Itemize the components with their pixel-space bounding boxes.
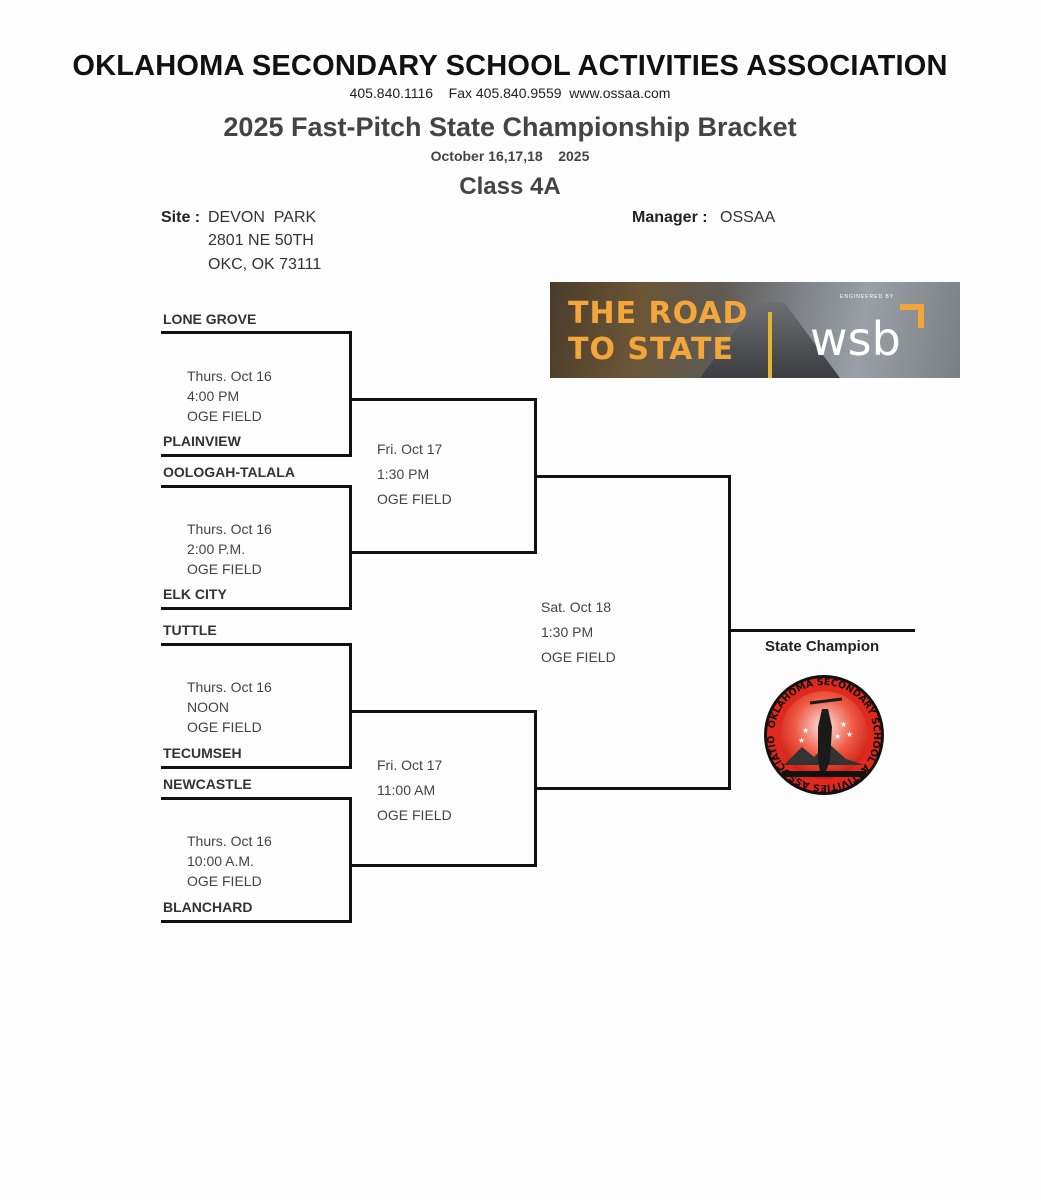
- game-time: 4:00 PM: [187, 386, 272, 406]
- winner-line: [349, 398, 537, 401]
- svg-text:★: ★: [798, 736, 805, 745]
- semifinal-winner-line: [534, 475, 731, 478]
- site-label: Site :: [161, 209, 200, 227]
- game-field: OGE FIELD: [187, 871, 272, 891]
- game-day: Thurs. Oct 16: [187, 519, 272, 539]
- game-day: Sat. Oct 18: [541, 595, 616, 620]
- site-name: DEVON PARK: [208, 209, 316, 227]
- team-name: NEWCASTLE: [163, 776, 252, 792]
- game-field: OGE FIELD: [187, 559, 272, 579]
- game-day: Fri. Oct 17: [377, 753, 452, 778]
- game-field: OGE FIELD: [187, 406, 272, 426]
- contact-line: 405.840.1116 Fax 405.840.9559 www.ossaa.…: [0, 85, 1020, 101]
- game-time: NOON: [187, 697, 272, 717]
- game-day: Thurs. Oct 16: [187, 366, 272, 386]
- org-title: OKLAHOMA SECONDARY SCHOOL ACTIVITIES ASS…: [0, 50, 1020, 83]
- road-stripe: [768, 312, 772, 378]
- team-line: [161, 607, 352, 610]
- svg-text:★: ★: [846, 730, 853, 739]
- manager-value: OSSAA: [720, 209, 775, 227]
- team-name: BLANCHARD: [163, 899, 252, 915]
- game-info-r1-1: Thurs. Oct 16 4:00 PM OGE FIELD: [187, 366, 272, 426]
- ossaa-seal-logo: OKLAHOMA SECONDARY SCHOOL ACTIVITIES ASS…: [762, 673, 886, 797]
- game-field: OGE FIELD: [377, 803, 452, 828]
- game-field: OGE FIELD: [377, 487, 452, 512]
- semifinal-winner-line: [534, 787, 731, 790]
- svg-text:★: ★: [840, 720, 847, 729]
- team-name: LONE GROVE: [163, 311, 256, 327]
- bracket-connector: [349, 643, 352, 769]
- team-name: TECUMSEH: [163, 745, 242, 761]
- game-time: 10:00 A.M.: [187, 851, 272, 871]
- manager-label: Manager :: [632, 209, 708, 227]
- game-time: 2:00 P.M.: [187, 539, 272, 559]
- event-dates: October 16,17,18 2025: [0, 148, 1020, 164]
- class-label: Class 4A: [0, 173, 1020, 201]
- svg-text:★: ★: [834, 732, 841, 741]
- wsb-arrow-icon: [900, 304, 924, 328]
- game-day: Thurs. Oct 16: [187, 831, 272, 851]
- game-info-r2-1: Fri. Oct 17 1:30 PM OGE FIELD: [377, 437, 452, 512]
- game-info-final: Sat. Oct 18 1:30 PM OGE FIELD: [541, 595, 616, 670]
- team-line: [161, 485, 352, 488]
- site-address-1: 2801 NE 50TH: [208, 232, 314, 250]
- winner-line: [349, 864, 537, 867]
- game-time: 1:30 PM: [541, 620, 616, 645]
- team-name: PLAINVIEW: [163, 433, 241, 449]
- site-address-2: OKC, OK 73111: [208, 256, 321, 274]
- bracket-connector: [349, 331, 352, 457]
- game-time: 11:00 AM: [377, 778, 452, 803]
- winner-line: [349, 710, 537, 713]
- team-line: [161, 766, 352, 769]
- engineered-by-text: ENGINEERED BY: [840, 294, 894, 300]
- bracket-connector: [728, 475, 731, 790]
- road-to-state-banner: THE ROAD TO STATE ENGINEERED BY wsb: [550, 282, 960, 378]
- team-line: [161, 643, 352, 646]
- svg-text:★: ★: [802, 726, 809, 735]
- game-info-r2-2: Fri. Oct 17 11:00 AM OGE FIELD: [377, 753, 452, 828]
- wsb-logo: wsb: [810, 312, 901, 366]
- team-name: OOLOGAH-TALALA: [163, 464, 295, 480]
- team-name: ELK CITY: [163, 586, 227, 602]
- game-info-r1-4: Thurs. Oct 16 10:00 A.M. OGE FIELD: [187, 831, 272, 891]
- game-field: OGE FIELD: [541, 645, 616, 670]
- team-name: TUTTLE: [163, 622, 217, 638]
- game-time: 1:30 PM: [377, 462, 452, 487]
- winner-line: [349, 551, 537, 554]
- game-day: Thurs. Oct 16: [187, 677, 272, 697]
- seal-graphic: OKLAHOMA SECONDARY SCHOOL ACTIVITIES ASS…: [762, 673, 886, 797]
- game-day: Fri. Oct 17: [377, 437, 452, 462]
- banner-line-1: THE ROAD: [568, 296, 748, 331]
- game-info-r1-3: Thurs. Oct 16 NOON OGE FIELD: [187, 677, 272, 737]
- game-info-r1-2: Thurs. Oct 16 2:00 P.M. OGE FIELD: [187, 519, 272, 579]
- state-champion-label: State Champion: [765, 638, 879, 655]
- bracket-title: 2025 Fast-Pitch State Championship Brack…: [0, 112, 1020, 143]
- bracket-connector: [349, 485, 352, 610]
- team-line: [161, 797, 352, 800]
- team-line: [161, 454, 352, 457]
- bracket-connector: [349, 797, 352, 923]
- champion-line: [728, 629, 915, 632]
- game-field: OGE FIELD: [187, 717, 272, 737]
- team-line: [161, 920, 352, 923]
- banner-line-2: TO STATE: [568, 332, 734, 367]
- team-line: [161, 331, 352, 334]
